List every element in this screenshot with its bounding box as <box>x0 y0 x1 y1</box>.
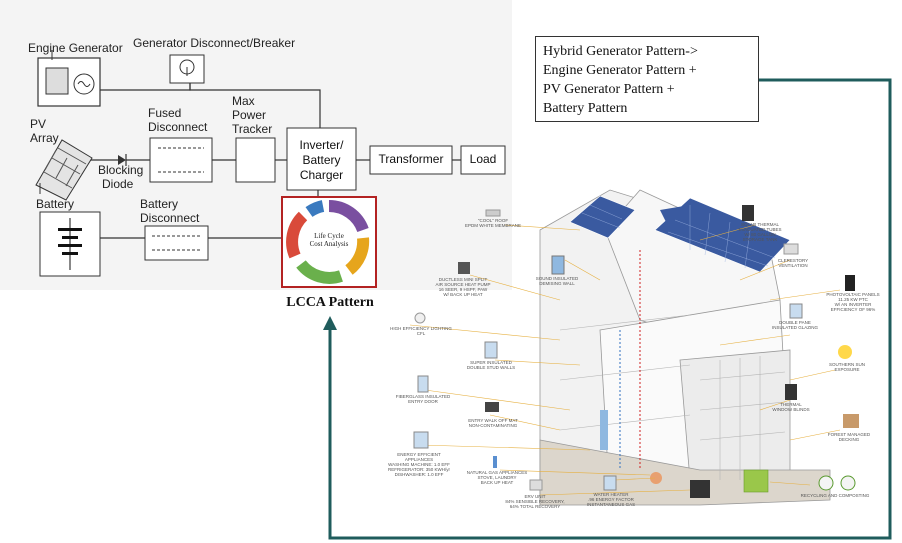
pv-array-icon <box>35 139 93 201</box>
engine-generator-icon <box>37 50 101 107</box>
breaker-icon <box>169 54 205 84</box>
tracker-label: Tracker <box>232 122 273 136</box>
pv-label: PV <box>30 117 47 131</box>
mechanical-elements <box>600 250 769 498</box>
fused-label: Fused <box>148 106 182 120</box>
max-power-tracker-box <box>235 137 276 183</box>
disconnect-label: Disconnect <box>148 120 208 134</box>
engine-generator-label: Engine Generator <box>28 41 123 55</box>
note-line-2: Engine Generator Pattern + <box>543 63 697 78</box>
note-line-1: Hybrid Generator Pattern-> <box>543 44 698 59</box>
array-label: Array <box>30 131 59 145</box>
fused-disconnect-icon <box>149 137 213 183</box>
battery-disconnect-line1: Battery <box>140 197 179 211</box>
battery-disconnect-icon <box>144 225 209 261</box>
diode-label: Diode <box>102 177 134 191</box>
solar-panel-icon <box>569 195 791 273</box>
diode-icon <box>118 154 127 166</box>
battery-label: Battery <box>36 197 75 211</box>
battery-disconnect-line2: Disconnect <box>140 211 200 225</box>
generator-disconnect-label: Generator Disconnect/Breaker <box>133 36 296 50</box>
blocking-label: Blocking <box>98 163 144 177</box>
power-label: Power <box>232 108 267 122</box>
max-label: Max <box>232 94 255 108</box>
callout-recycling: RECYCLING AND COMPOSTING <box>800 493 870 498</box>
battery-icon <box>39 211 101 277</box>
label-icons <box>413 205 859 491</box>
